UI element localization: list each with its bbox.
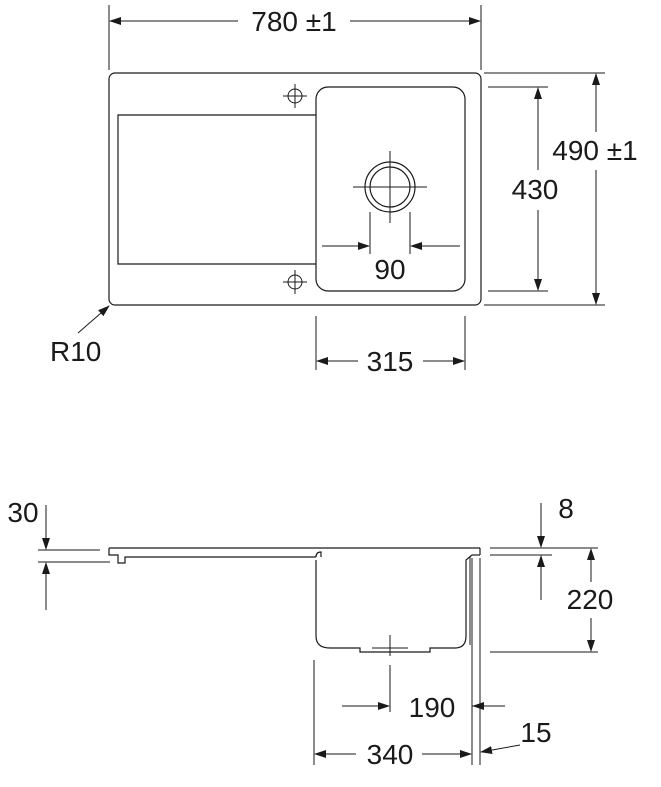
dim-bowl-depth-label: 430 xyxy=(512,174,559,205)
dim-drain-offset-label: 190 xyxy=(409,692,456,723)
tap-hole-marker-bottom-icon xyxy=(283,270,307,294)
dim-overall-depth-label: 490 ±1 xyxy=(552,135,637,166)
dim-drain-diameter-label: 90 xyxy=(374,254,405,285)
dim-corner-radius: R10 xyxy=(50,305,110,367)
top-view: 780 ±1 430 490 ±1 90 xyxy=(50,5,638,377)
sink-outline xyxy=(108,72,482,306)
dim-overall-width: 780 ±1 xyxy=(108,5,482,70)
dim-bowl-width-side: 340 xyxy=(313,660,472,770)
dim-bowl-width-top: 315 xyxy=(315,316,466,377)
dim-wall-offset-label: 15 xyxy=(520,717,551,748)
bowl-outline xyxy=(315,86,466,292)
dim-bowl-depth-side: 220 xyxy=(490,548,614,653)
dim-lip-height: 8 xyxy=(490,493,598,600)
dim-bowl-depth-side-label: 220 xyxy=(567,584,614,615)
drainboard-outline xyxy=(117,114,316,265)
dim-lip-height-label: 8 xyxy=(558,493,574,524)
drainboard-profile xyxy=(108,548,316,564)
dim-wall-offset: 15 xyxy=(471,558,552,765)
dim-rim-thickness-label: 30 xyxy=(7,497,38,528)
dim-rim-thickness: 30 xyxy=(7,497,110,610)
tap-hole-marker-top-icon xyxy=(283,84,307,108)
dim-drain-diameter: 90 xyxy=(322,212,460,285)
drain-icon xyxy=(353,151,427,223)
side-view: 30 8 220 190 1 xyxy=(7,493,613,770)
dim-bowl-depth: 430 xyxy=(488,86,559,292)
dim-drain-offset: 190 xyxy=(342,665,505,723)
dim-bowl-width-side-label: 340 xyxy=(367,739,414,770)
dim-overall-depth: 490 ±1 xyxy=(484,72,638,306)
dim-corner-radius-label: R10 xyxy=(50,336,101,367)
dim-overall-width-label: 780 ±1 xyxy=(251,6,336,37)
dim-bowl-width-top-label: 315 xyxy=(367,346,414,377)
bowl-profile xyxy=(315,551,473,653)
